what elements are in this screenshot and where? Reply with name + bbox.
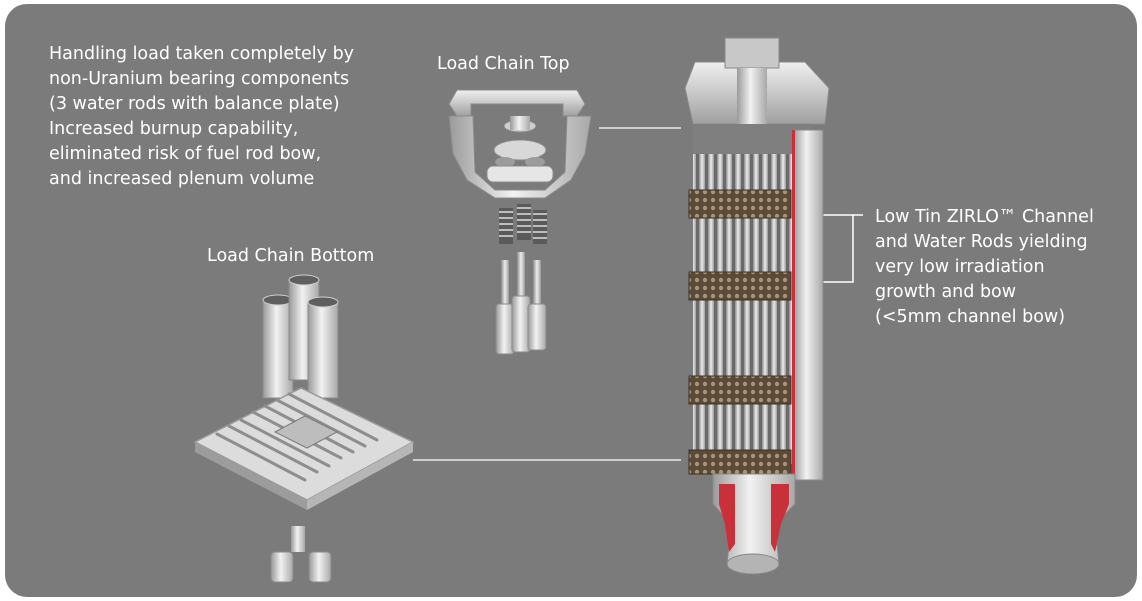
channel-description: Low Tin ZIRLO™ Channel and Water Rods yi…: [875, 207, 1094, 327]
illustration-layer: [193, 37, 863, 583]
load-chain-bottom-illustration: [193, 274, 415, 583]
diagram-panel: Handling load taken completely by non-Ur…: [5, 4, 1137, 597]
intro-description: Handling load taken completely by non-Ur…: [49, 44, 355, 189]
fuel-assembly-illustration: [684, 37, 830, 575]
label-load-chain-top: Load Chain Top: [437, 54, 570, 74]
label-load-chain-bottom: Load Chain Bottom: [207, 246, 375, 266]
load-chain-top-illustration: [448, 89, 592, 355]
